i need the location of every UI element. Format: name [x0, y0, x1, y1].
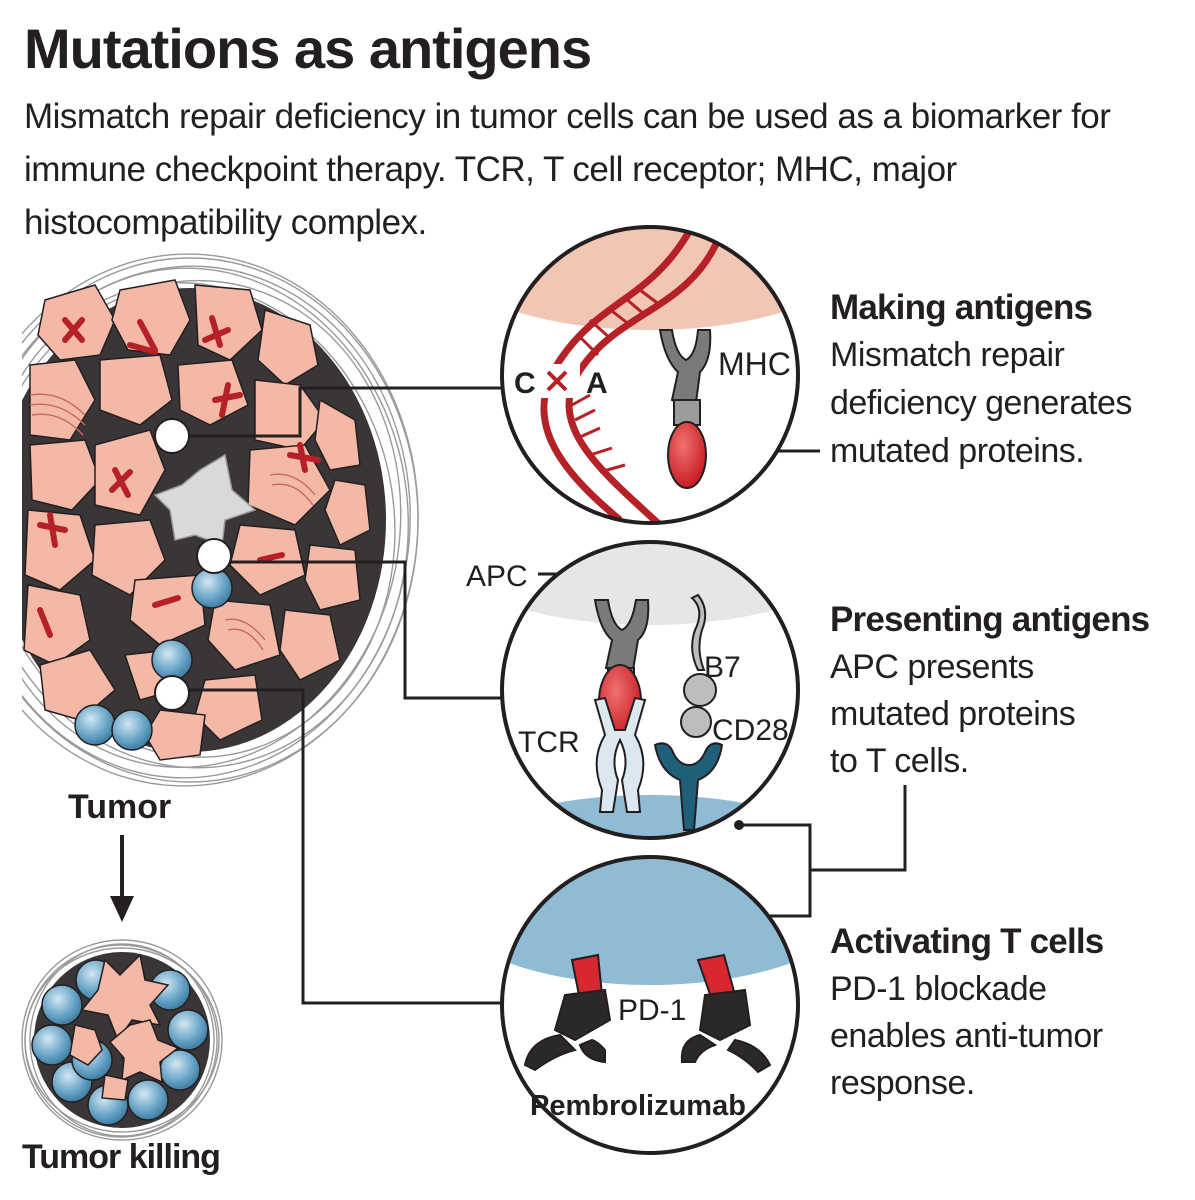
t-cells	[74, 567, 233, 751]
tumor-killing-graphic	[21, 939, 223, 1141]
section-title: Activating T cells	[830, 922, 1104, 961]
b7-label: B7	[704, 651, 741, 684]
base-a-label: A	[586, 367, 608, 400]
section-text-line: to T cells.	[830, 742, 969, 780]
zoom-making-antigens: C A MHC	[500, 225, 800, 525]
tumor-graphic	[22, 253, 419, 787]
pd1-label: PD-1	[618, 994, 686, 1027]
section-title: Making antigens	[830, 288, 1093, 327]
section-text-line: deficiency generates	[830, 384, 1132, 422]
section-text-line: Mismatch repair	[830, 336, 1065, 374]
mhc-label: MHC	[718, 346, 791, 382]
base-c-label: C	[514, 367, 536, 400]
section-text-line: mutated proteins	[830, 695, 1076, 733]
tcr-label: TCR	[518, 726, 580, 759]
section-text-line: PD-1 blockade	[830, 970, 1047, 1008]
mhc-molecule	[658, 329, 712, 426]
zoom-activating-t-cells: PD-1 Pembrolizumab	[500, 855, 800, 1155]
section-text-line: response.	[830, 1064, 975, 1102]
mutated-antigen	[667, 421, 707, 489]
page-subtitle: Mismatch repair deficiency in tumor cell…	[24, 97, 1111, 242]
progression-arrow	[110, 835, 134, 922]
mutation-marks	[37, 315, 321, 638]
tcr-receptor	[593, 696, 647, 813]
cd28-label: CD28	[712, 714, 789, 747]
pembrolizumab-label: Pembrolizumab	[530, 1090, 746, 1122]
page-title: Mutations as antigens	[24, 17, 592, 80]
tumor-label: Tumor	[68, 788, 171, 826]
pembrolizumab-antibodies	[523, 988, 772, 1074]
tumor-killing-label: Tumor killing	[22, 1138, 220, 1176]
cd28-receptor	[653, 742, 724, 831]
zoom-spots	[154, 418, 232, 711]
apc-label: APC	[466, 560, 528, 593]
dying-tumor-cells	[69, 953, 180, 1101]
dividing-cells	[29, 393, 316, 651]
section-text-line: enables anti-tumor	[830, 1017, 1103, 1055]
section-text-line: APC presents	[830, 648, 1034, 686]
b7-ligand	[680, 593, 717, 738]
section-text-line: mutated proteins.	[830, 432, 1085, 470]
section-title: Presenting antigens	[830, 600, 1150, 639]
tumor-cells	[23, 279, 371, 761]
